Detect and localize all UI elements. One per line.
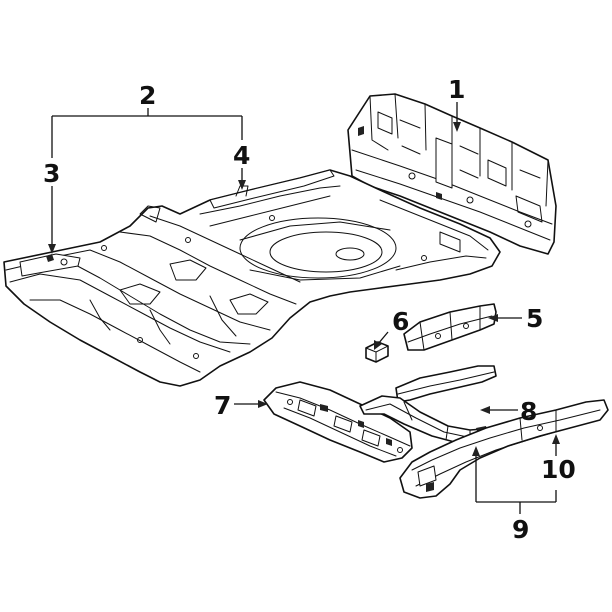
side-member-part-7[interactable]	[263, 381, 413, 463]
leader-lines	[48, 102, 560, 514]
bracket-part-5[interactable]	[403, 303, 497, 351]
callout-9: 9	[512, 515, 529, 544]
floor-pan-part[interactable]	[3, 169, 501, 387]
rear-panel-part[interactable]	[347, 93, 557, 255]
callout-2: 2	[139, 81, 156, 110]
callout-7: 7	[214, 391, 231, 420]
rear-frame-rail-part-9-10[interactable]	[399, 399, 609, 499]
callout-4: 4	[233, 141, 250, 170]
callout-8: 8	[520, 397, 537, 426]
callout-6: 6	[392, 307, 409, 336]
callout-1: 1	[448, 75, 465, 104]
callout-3: 3	[43, 159, 60, 188]
callout-10: 10	[541, 455, 576, 484]
callout-5: 5	[526, 304, 543, 333]
